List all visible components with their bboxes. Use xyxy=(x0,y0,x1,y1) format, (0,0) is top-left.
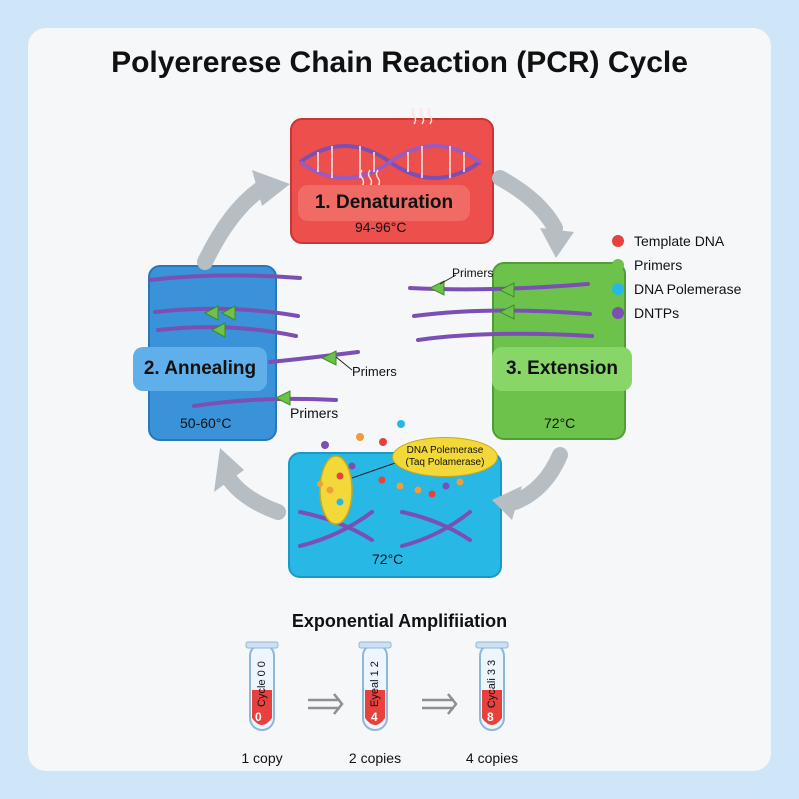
legend-label: Primers xyxy=(634,257,683,273)
extension-primer-label: Primers xyxy=(452,266,494,280)
legend-item-template-dna: Template DNA xyxy=(612,233,724,249)
legend-swatch xyxy=(612,283,624,295)
diagram-title: Polyererese Chain Reaction (PCR) Cycle xyxy=(111,46,688,79)
legend-item-dna-polymerase: DNA Polemerase xyxy=(612,281,741,297)
dntp-dots xyxy=(317,420,474,506)
polymerase-callout-line1: DNA Polemerase xyxy=(406,445,484,456)
tube-0-label: Cycle 0 0 xyxy=(256,661,268,707)
annealing-primer-label-2: Primers xyxy=(290,405,339,421)
cycle-arrow-top-right xyxy=(492,170,563,236)
annealing-primer-label-1: Primers xyxy=(352,364,397,379)
denaturation-dna-icon xyxy=(298,144,482,180)
polymerase-enzyme xyxy=(319,455,353,525)
legend-swatch xyxy=(612,259,624,271)
legend-label: Template DNA xyxy=(634,233,725,249)
heat-icon xyxy=(359,107,433,187)
tube-1-caption: 2 copies xyxy=(348,750,402,766)
legend-item-dntps: DNTPs xyxy=(612,305,679,321)
annealing-temp: 50-60°C xyxy=(180,415,232,431)
cycle-arrow-top-left xyxy=(197,180,270,270)
denaturation-stage xyxy=(290,118,494,244)
extension-temp: 72°C xyxy=(544,415,576,431)
annealing-strands xyxy=(148,273,360,408)
annealing-label: 2. Annealing xyxy=(133,347,267,391)
extension-strands xyxy=(408,282,594,342)
tube-2-caption: 4 copies xyxy=(465,750,519,766)
tube-0 xyxy=(245,641,279,731)
template-dna-strands xyxy=(298,510,472,548)
tube-2 xyxy=(475,641,509,731)
legend-swatch xyxy=(612,307,624,319)
tube-1-number: 4 xyxy=(371,710,378,724)
amplification-tubes xyxy=(245,641,509,731)
denaturation-temp: 94-96°C xyxy=(355,219,407,235)
legend-swatch xyxy=(612,235,624,247)
arrowhead-top-right xyxy=(540,228,574,258)
legend-label: DNA Polemerase xyxy=(634,281,742,297)
amplification-title: Exponential Amplifiiation xyxy=(291,611,508,631)
polymerase-callout: DNA Polemerase (Taq Polamerase) xyxy=(392,437,498,477)
annealing-primers xyxy=(203,305,337,406)
arrowhead-top-left xyxy=(252,170,290,206)
extension-label: 3. Extension xyxy=(492,347,632,391)
arrowhead-bottom-left xyxy=(214,448,244,492)
legend-item-primers: Primers xyxy=(612,257,682,273)
cycle-arrow-bottom-right xyxy=(507,447,568,510)
double-arrows xyxy=(308,693,458,715)
tube-0-number: 0 xyxy=(255,710,262,724)
extension-primers xyxy=(428,280,515,320)
tube-2-label: Cycali 3 3 xyxy=(486,659,498,709)
tube-1-label: Eyeal 1 2 xyxy=(369,661,381,707)
denaturation-label: 1. Denaturation xyxy=(298,185,470,221)
legend-label: DNTPs xyxy=(634,305,680,321)
tube-0-caption: 1 copy xyxy=(241,750,283,766)
tube-2-number: 8 xyxy=(487,710,494,724)
polymerase-temp: 72°C xyxy=(372,551,404,567)
arrowhead-bottom-right xyxy=(492,486,522,520)
polymerase-callout-line2: (Taq Polamerase) xyxy=(405,457,485,468)
cycle-arrow-bottom-left xyxy=(222,472,286,520)
tube-1 xyxy=(358,641,392,731)
